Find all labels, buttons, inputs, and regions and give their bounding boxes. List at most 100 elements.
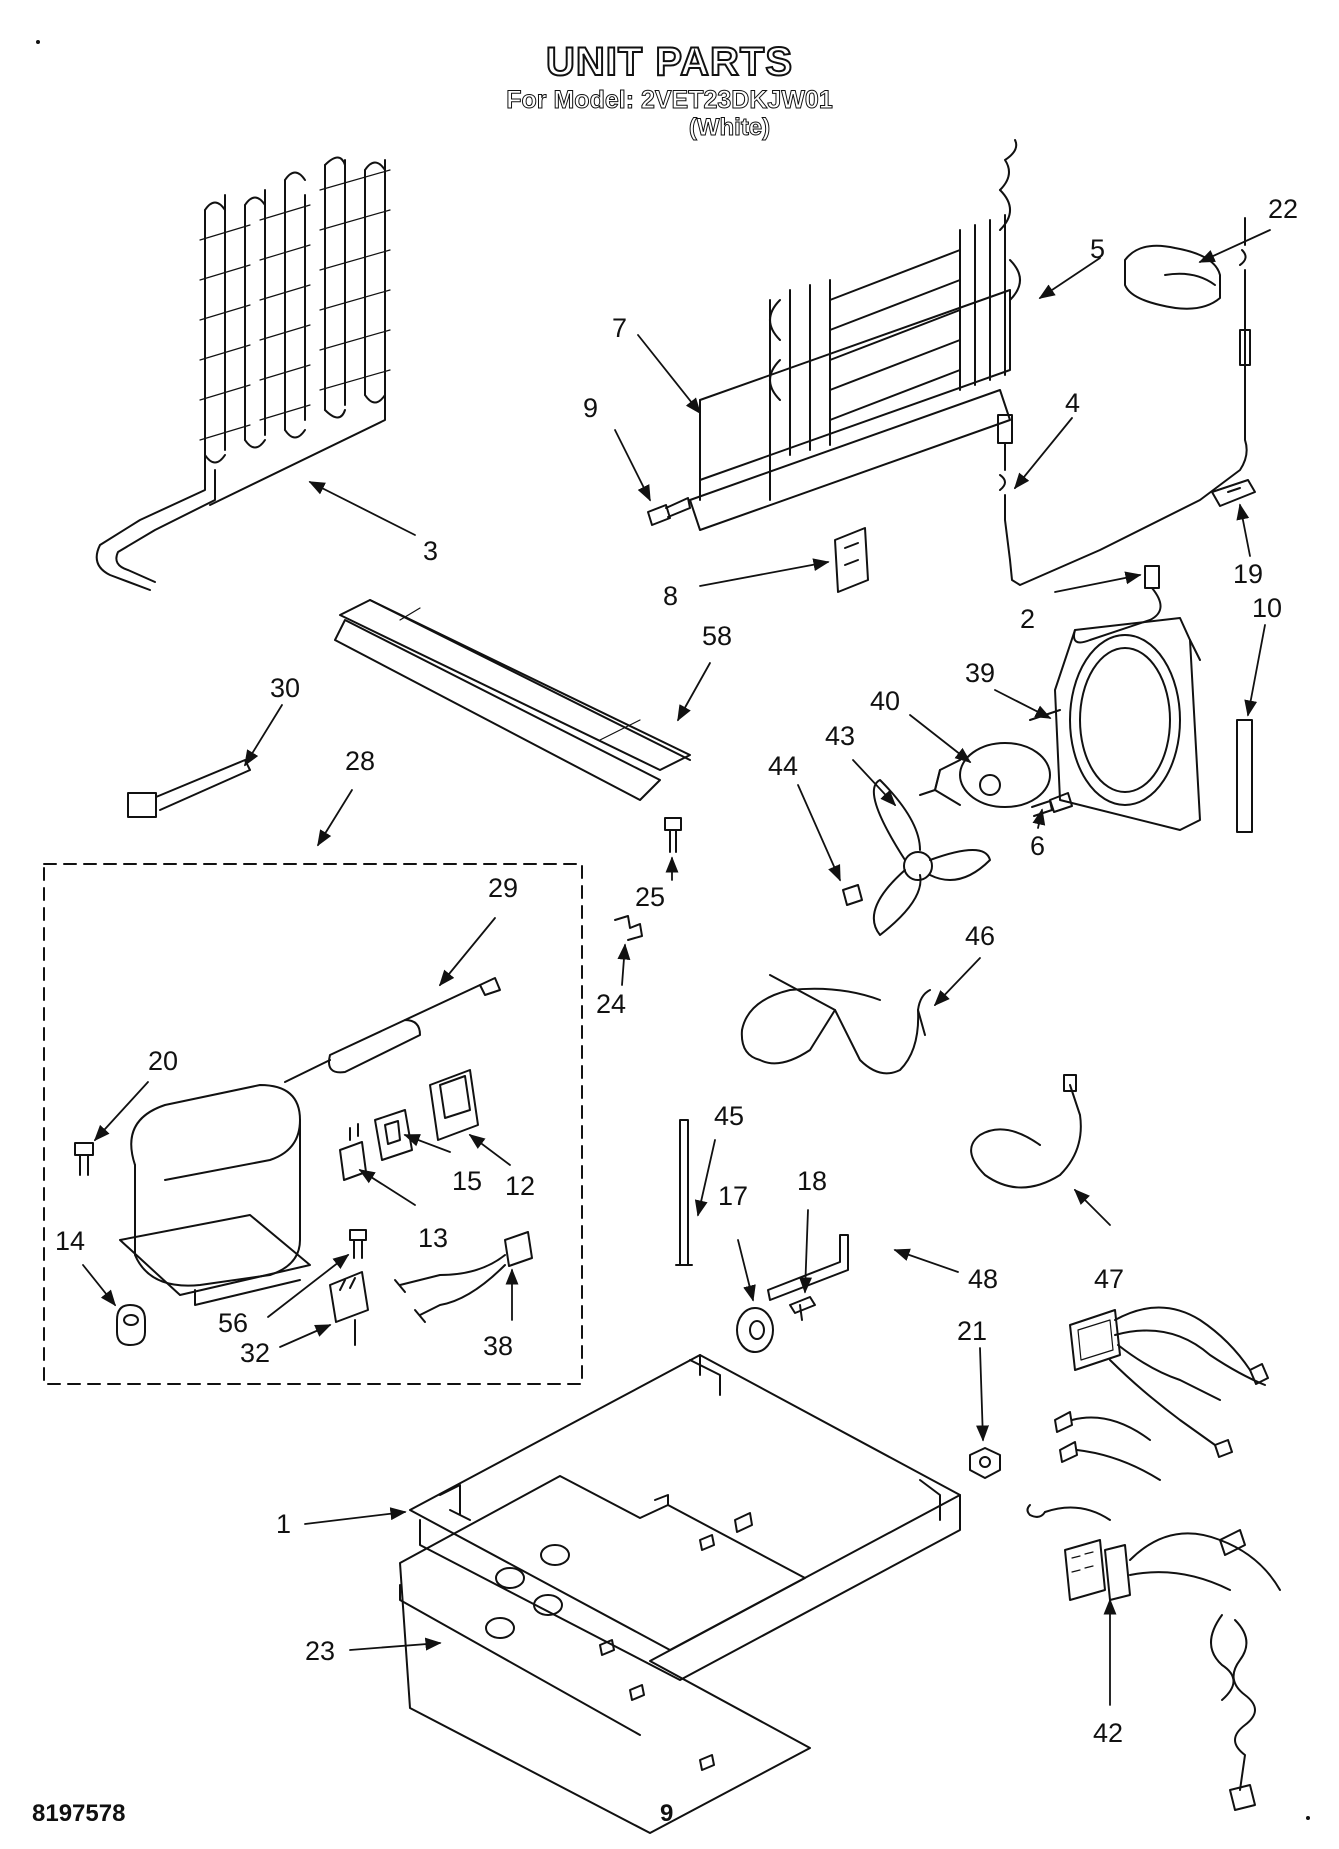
leader-46 <box>933 957 981 1007</box>
callout-21: 21 <box>957 1316 987 1346</box>
part-compressor <box>119 1084 311 1306</box>
callout-18: 18 <box>797 1166 827 1196</box>
document-number: 8197578 <box>32 1800 126 1827</box>
callout-42: 42 <box>1093 1718 1123 1748</box>
callout-3: 3 <box>423 536 438 566</box>
leader-lines <box>82 229 1271 1706</box>
part-base-plate <box>399 1475 811 1834</box>
leader-28 <box>317 789 353 847</box>
corner-mark-top <box>36 40 40 44</box>
leader-18 <box>799 1209 813 1294</box>
leader-4 <box>1013 417 1073 490</box>
callout-17: 17 <box>718 1181 748 1211</box>
leader-5 <box>1038 257 1101 299</box>
callout-20: 20 <box>148 1046 178 1076</box>
callout-23: 23 <box>305 1636 335 1666</box>
leader-23 <box>349 1637 442 1651</box>
leader-44 <box>797 784 841 882</box>
callout-25: 25 <box>635 882 665 912</box>
page-number: 9 <box>660 1800 674 1827</box>
leader-58 <box>677 662 711 722</box>
part-retainer-clip <box>1211 479 1256 507</box>
leader-29 <box>438 917 496 987</box>
part-capacitor <box>329 1271 369 1346</box>
part-fan-blade <box>872 779 991 936</box>
leader-21 <box>976 1347 990 1442</box>
part-main-wiring-harness <box>1026 1306 1281 1811</box>
part-defrost-tube <box>740 974 931 1075</box>
leader-22 <box>1198 229 1271 263</box>
callout-32: 32 <box>240 1338 270 1368</box>
callout-38: 38 <box>483 1331 513 1361</box>
callout-8: 8 <box>663 581 678 611</box>
callout-7: 7 <box>612 313 627 343</box>
leader-24 <box>617 943 631 986</box>
part-condenser-coil <box>95 156 391 591</box>
part-fan-clip <box>842 884 863 906</box>
leader-13 <box>358 1169 416 1206</box>
callout-28: 28 <box>345 746 375 776</box>
part-fan-motor <box>919 742 1051 808</box>
part-nut <box>969 1447 1001 1479</box>
page-title: UNIT PARTS <box>545 39 794 85</box>
callout-39: 39 <box>965 658 995 688</box>
callout-46: 46 <box>965 921 995 951</box>
leader-47 <box>1073 1188 1111 1226</box>
leader-14 <box>82 1264 117 1307</box>
callout-15: 15 <box>452 1166 482 1196</box>
callout-56: 56 <box>218 1308 248 1338</box>
callout-2: 2 <box>1020 604 1035 634</box>
part-axle-pin <box>789 1296 816 1321</box>
callout-12: 12 <box>505 1171 535 1201</box>
leader-45 <box>694 1139 716 1217</box>
part-grommet <box>116 1304 146 1346</box>
callout-30: 30 <box>270 673 300 703</box>
part-relay <box>374 1109 413 1161</box>
part-evaporator <box>689 139 1021 531</box>
leader-6 <box>1032 808 1046 829</box>
callout-40: 40 <box>870 686 900 716</box>
leader-19 <box>1236 503 1251 557</box>
leader-48 <box>893 1248 959 1273</box>
part-screw-56 <box>349 1229 367 1259</box>
leader-43 <box>852 759 897 807</box>
part-drain-trough <box>334 599 691 801</box>
callout-47: 47 <box>1094 1264 1124 1294</box>
part-pin <box>675 1119 693 1266</box>
leader-32 <box>279 1324 332 1348</box>
part-water-tube <box>767 1234 849 1301</box>
part-relay-cover <box>429 1069 479 1141</box>
part-filter-drier <box>284 977 501 1083</box>
corner-mark-bottom <box>1306 1816 1310 1820</box>
part-gasket-strip <box>1236 719 1253 833</box>
leader-3 <box>308 481 416 536</box>
finish-color: (White) <box>688 114 771 142</box>
callout-24: 24 <box>596 989 626 1019</box>
part-cover-cap <box>1124 244 1221 310</box>
part-sensor <box>1073 565 1162 644</box>
callout-58: 58 <box>702 621 732 651</box>
part-compressor-harness <box>394 1231 533 1323</box>
part-base-frame <box>409 1354 961 1681</box>
leader-8 <box>699 558 830 587</box>
callout-5: 5 <box>1090 234 1105 264</box>
leader-10 <box>1244 624 1266 717</box>
callout-44: 44 <box>768 751 798 781</box>
model-number: For Model: 2VET23DKJW01 <box>506 86 833 115</box>
leader-56 <box>267 1254 350 1318</box>
part-screw-20 <box>74 1142 94 1176</box>
callout-19: 19 <box>1233 559 1263 589</box>
leader-17 <box>737 1239 756 1302</box>
callout-13: 13 <box>418 1223 448 1253</box>
callout-43: 43 <box>825 721 855 751</box>
part-drain-hose <box>970 1074 1082 1189</box>
part-clip <box>834 527 869 593</box>
leader-20 <box>93 1081 149 1142</box>
part-cable-tie <box>127 759 251 818</box>
leader-1 <box>304 1507 407 1525</box>
leader-30 <box>244 704 283 767</box>
callout-4: 4 <box>1065 388 1080 418</box>
callout-9: 9 <box>583 393 598 423</box>
callout-numbers: 3 7 9 5 22 4 8 19 2 10 30 58 39 40 43 44… <box>55 194 1298 1748</box>
part-spring-clip <box>614 915 643 941</box>
